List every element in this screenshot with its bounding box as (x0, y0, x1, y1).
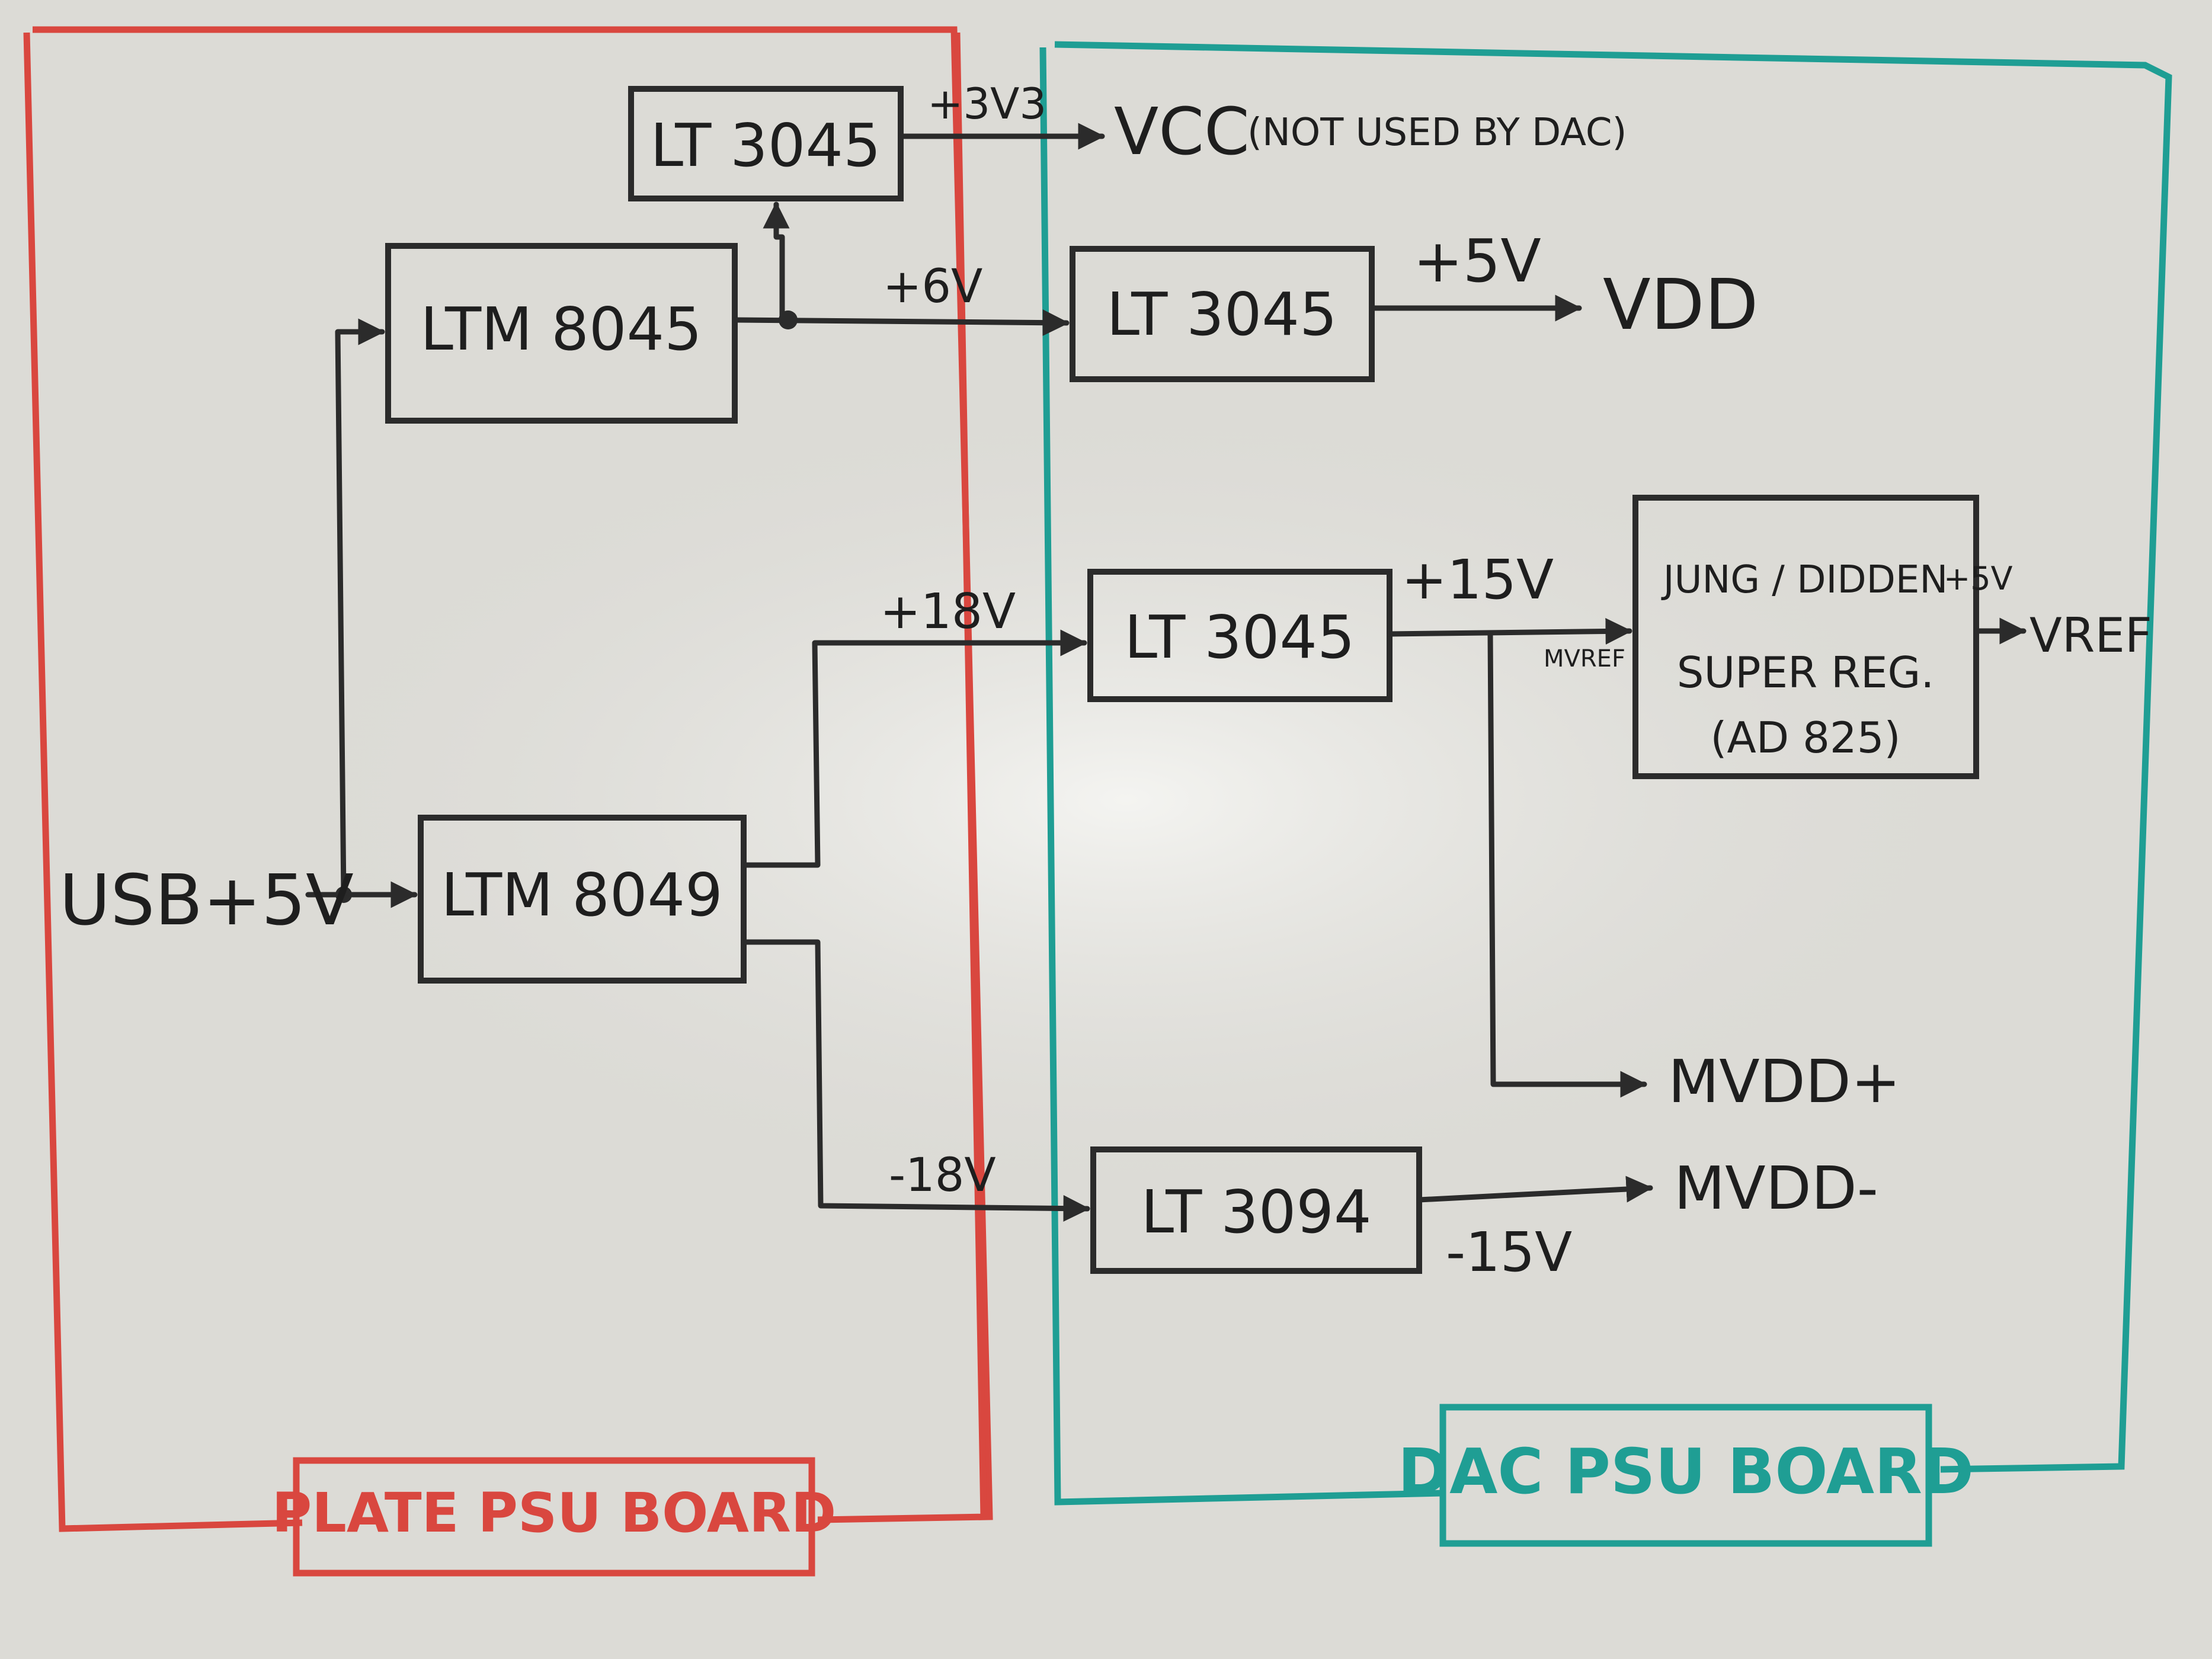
lt3094-label: LT 3094 (1141, 1177, 1371, 1247)
lt3045-top-block (628, 86, 904, 201)
neg18v-label: -18V (889, 1149, 996, 1202)
mvdd-minus-output-label: MVDD- (1674, 1154, 1878, 1223)
5v-ref-label: +5V (1944, 560, 2013, 597)
glare (237, 385, 2015, 1215)
lt3045-top-label: LT 3045 (650, 111, 881, 180)
ltm8049-18v-wire (741, 629, 1087, 868)
18v-label: +18V (880, 584, 1016, 640)
15v-to-mvdd-plus-wire (1487, 631, 1647, 1098)
ltm8049-neg18v-wire (741, 939, 1090, 1222)
lt3045-15v-label: LT 3045 (1124, 603, 1355, 672)
super-reg-line2: SUPER REG. (1677, 648, 1934, 697)
vcc-output-label: VCC (1114, 94, 1250, 169)
super-reg-line1: JUNG / DIDDEN (1661, 558, 1948, 602)
vcc-note: (NOT USED BY DAC) (1247, 111, 1627, 155)
15v-label: +15V (1401, 548, 1554, 611)
3v3-label: +3V3 (927, 79, 1046, 129)
plate-psu-board-label: PLATE PSU BOARD (272, 1481, 836, 1545)
ltm8045-block (385, 243, 738, 424)
lt3094-block (1090, 1146, 1422, 1274)
lt3045-vdd-block (1070, 246, 1375, 382)
plate-psu-board-label-box (293, 1457, 815, 1577)
super-reg-line3: (AD 825) (1710, 713, 1900, 763)
neg15v-label: -15V (1446, 1221, 1572, 1284)
5v-label: +5V (1413, 226, 1541, 296)
6v-label: +6V (883, 260, 982, 313)
vdd-output-label: VDD (1603, 264, 1758, 345)
mvdd-plus-output-label: MVDD+ (1668, 1047, 1900, 1116)
dac-psu-board-outline (1039, 41, 2172, 1506)
ltm8049-label: LTM 8049 (441, 860, 723, 930)
neg15v-to-mvdd-minus-wire (1416, 1176, 1653, 1203)
lt3045-vdd-label: LT 3045 (1106, 280, 1337, 349)
dac-psu-board-label: DAC PSU BOARD (1398, 1436, 1974, 1508)
15v-to-super-reg-wire (1387, 618, 1632, 645)
usb-input-label: USB+5V (59, 859, 354, 941)
ltm8049-block (418, 815, 747, 984)
ltm8045-label: LTM 8045 (420, 294, 702, 364)
vref-output-label: VREF (2029, 608, 2152, 663)
usb-to-ltm8045-wire (335, 318, 385, 898)
6v-to-lt3045-top-wire (763, 201, 790, 323)
plate-board-edge (953, 32, 987, 1517)
mvref-label: MVREF (1544, 645, 1625, 672)
super-reg-block (1632, 495, 1979, 779)
dac-psu-board-label-box (1439, 1404, 1932, 1547)
